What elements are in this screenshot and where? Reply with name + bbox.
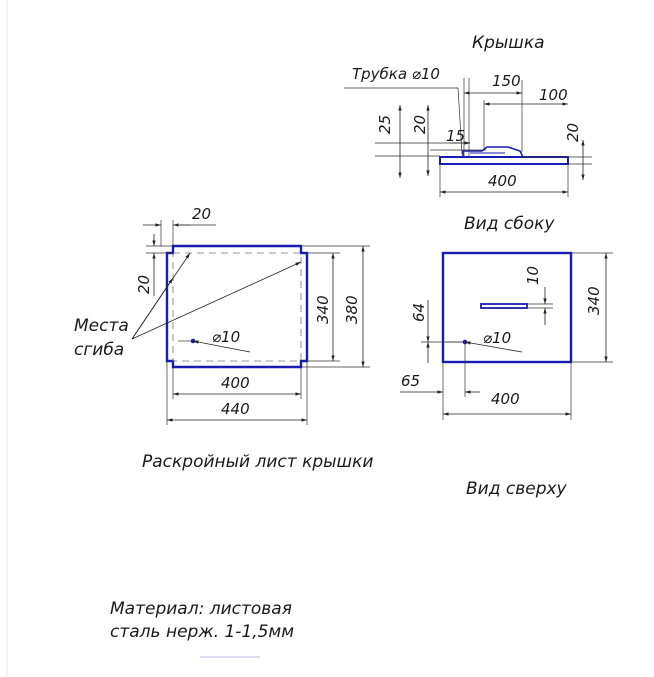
side-dim-20a: 20: [411, 115, 429, 134]
blank-dim-20-top: 20: [192, 205, 211, 223]
blank-dim-440: 440: [221, 400, 250, 418]
material-line1: Материал: листовая: [110, 599, 292, 619]
lid-title: Крышка: [472, 33, 545, 53]
side-dim-150: 150: [492, 72, 521, 90]
side-view-label: Вид сбоку: [464, 214, 555, 234]
side-dim-20b: 20: [564, 123, 582, 142]
top-dim-400: 400: [491, 390, 520, 408]
side-view: Трубка ⌀10 150 100 25 20 15 20: [344, 65, 592, 234]
side-view-pipe-housing: [462, 146, 524, 158]
material-note: Материал: листовая сталь нерж. 1-1,5мм: [110, 599, 294, 642]
blank-dim-20-left: 20: [135, 275, 153, 294]
side-dim-100: 100: [539, 86, 568, 104]
material-line2: сталь нерж. 1-1,5мм: [110, 622, 294, 642]
top-dim-hole: ⌀10: [483, 329, 511, 347]
side-dim-400: 400: [488, 172, 517, 190]
bend-label-line1: Места: [74, 316, 129, 336]
blank-dim-400: 400: [221, 374, 250, 392]
blank-sheet-bend-lines: [172, 252, 302, 362]
top-view-slot: [480, 303, 528, 309]
side-view-plate: [439, 156, 569, 165]
top-view-label: Вид сверху: [466, 479, 568, 499]
side-dim-15: 15: [446, 127, 465, 145]
blank-sheet-outline: [165, 244, 309, 369]
side-dim-25: 25: [376, 115, 394, 134]
top-dim-64: 64: [410, 303, 428, 322]
bend-label-line2: сгиба: [74, 340, 124, 360]
top-view: 10 340 64 65 400 ⌀10 Вид сверху: [400, 251, 613, 499]
top-dim-65: 65: [401, 372, 420, 390]
blank-dim-340: 340: [314, 295, 332, 324]
blank-sheet: 20 20 340 380 400 440 ⌀10 Места сгиб: [74, 205, 373, 472]
blank-sheet-label: Раскройный лист крышки: [142, 452, 373, 472]
pipe-label: Трубка ⌀10: [352, 65, 440, 83]
top-dim-10: 10: [524, 266, 542, 285]
blank-dim-380: 380: [343, 295, 361, 324]
blank-dim-hole: ⌀10: [212, 328, 240, 346]
top-view-outline: [441, 251, 573, 364]
top-dim-340: 340: [585, 286, 603, 315]
